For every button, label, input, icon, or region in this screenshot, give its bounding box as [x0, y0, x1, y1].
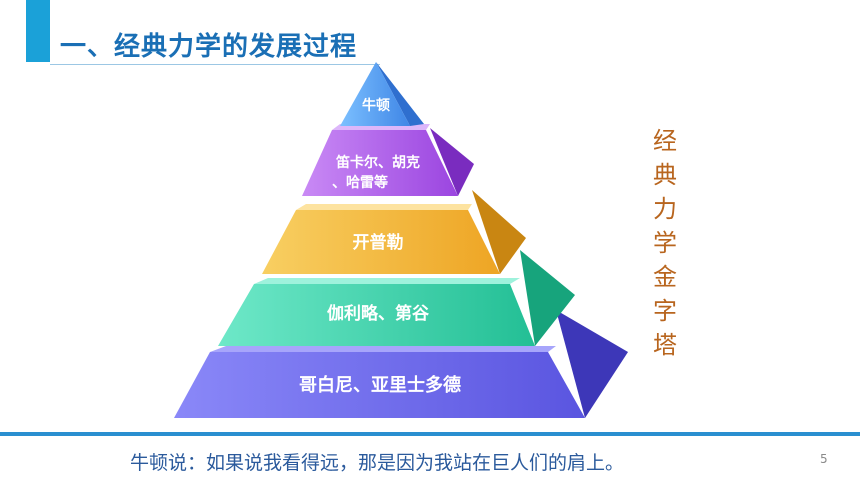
page-title: 一、经典力学的发展过程 [60, 32, 358, 62]
pyramid-tier-1: 哥白尼、亚里士多德 [174, 310, 628, 418]
pyramid-tier-2: 伽利略、第谷 [218, 250, 575, 346]
newton-quote: 牛顿说：如果说我看得远，那是因为我站在巨人们的肩上。 [130, 452, 625, 474]
tier-label-newton: 牛顿 [362, 97, 390, 114]
tier-label-halley-etc: 、哈雷等 [332, 174, 388, 191]
footer-divider [0, 432, 860, 436]
tier-label-galileo-tycho: 伽利略、第谷 [327, 303, 430, 324]
pyramid-tier-5: 牛顿 [340, 62, 424, 126]
side-vertical-title: 经典力学金字塔 [653, 127, 677, 359]
title-underline [50, 64, 380, 65]
pyramid-diagram: 哥白尼、亚里士多德 伽利略、第谷 开普勒 笛卡尔、胡克 、哈雷等 牛顿 [174, 62, 628, 418]
tier-label-descartes-hooke: 笛卡尔、胡克 [335, 154, 420, 171]
title-accent-bar [26, 0, 50, 62]
page-number: 5 [820, 452, 828, 466]
tier-label-kepler: 开普勒 [353, 232, 404, 253]
tier-label-copernicus-aristotle: 哥白尼、亚里士多德 [299, 374, 461, 396]
pyramid-tier-3: 开普勒 [262, 190, 526, 274]
pyramid-tier-4: 笛卡尔、胡克 、哈雷等 [302, 124, 474, 196]
